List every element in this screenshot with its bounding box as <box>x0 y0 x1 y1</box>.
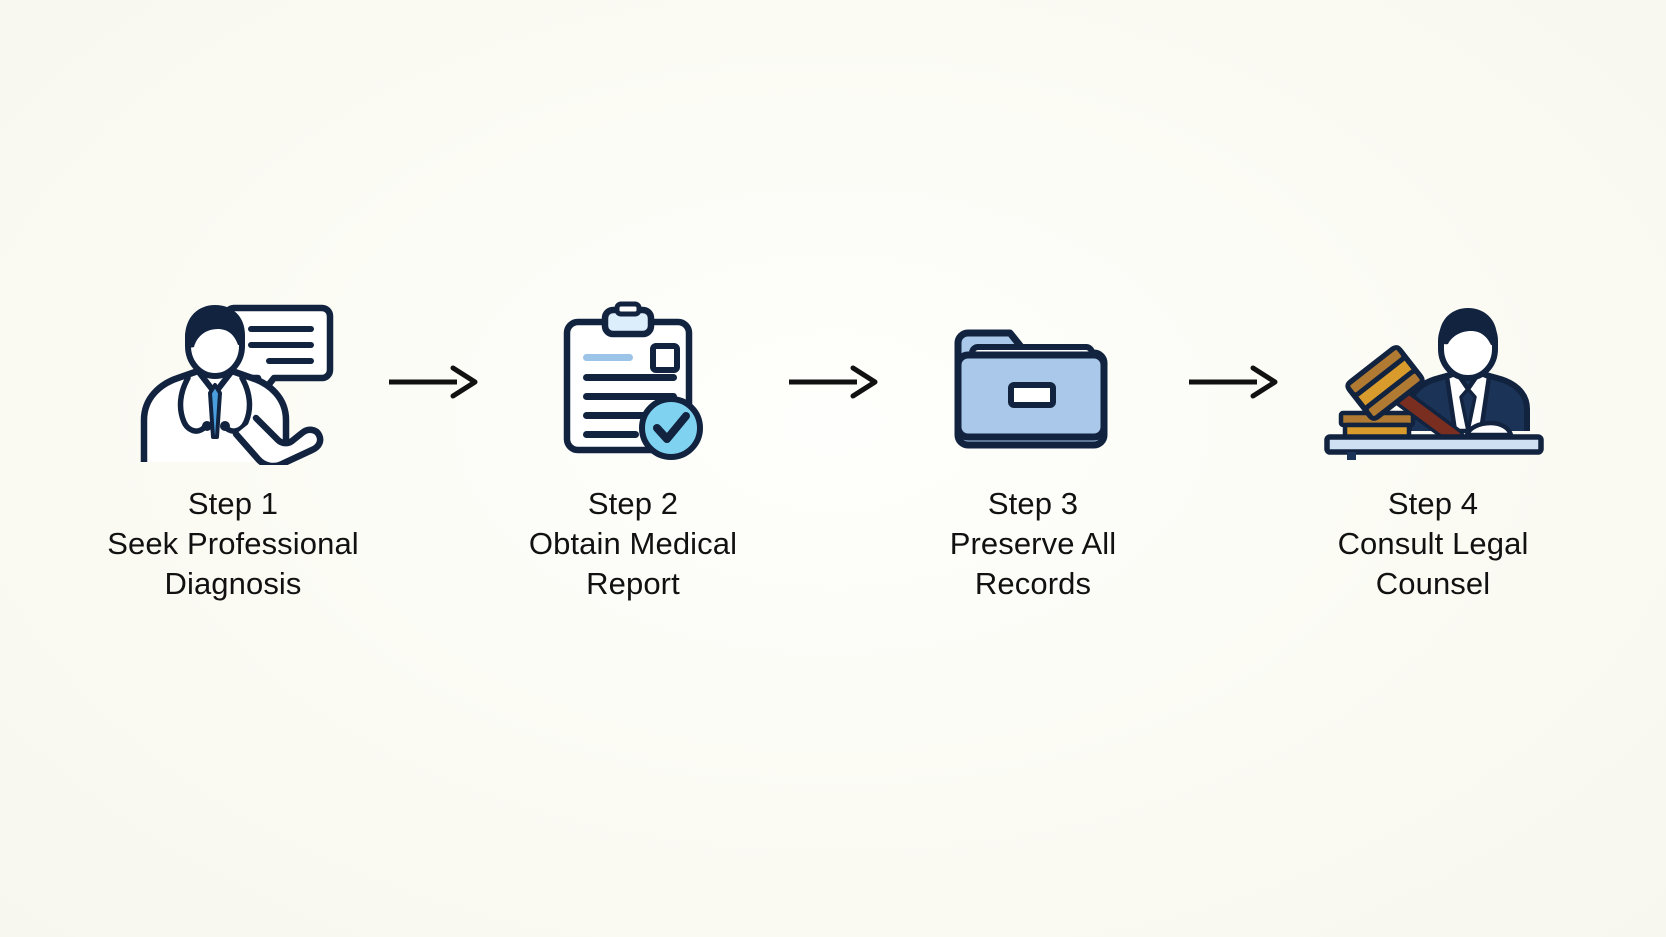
step-4-number: Step 4 <box>1387 486 1479 521</box>
step-4: Step 4 Consult Legal Counsel <box>1299 296 1567 604</box>
step-2: Step 2 Obtain Medical Report <box>499 296 767 604</box>
arrow-right-icon-1 <box>367 296 499 468</box>
folder-icon <box>899 296 1167 468</box>
judge-with-gavel-icon <box>1299 296 1567 468</box>
step-2-number: Step 2 <box>587 486 679 521</box>
step-1-caption: Step 1 Seek Professional Diagnosis <box>99 484 367 604</box>
step-4-title: Consult Legal Counsel <box>1337 526 1529 601</box>
step-2-title: Obtain Medical Report <box>528 526 738 601</box>
step-1-number: Step 1 <box>187 486 279 521</box>
step-1-title: Seek Professional Diagnosis <box>107 526 359 601</box>
arrow-right-icon-2 <box>767 296 899 468</box>
arrow-right-icon-3 <box>1167 296 1299 468</box>
doctor-with-speech-bubble-icon <box>99 296 367 468</box>
step-3-caption: Step 3 Preserve All Records <box>899 484 1167 604</box>
step-3: Step 3 Preserve All Records <box>899 296 1167 604</box>
step-1: Step 1 Seek Professional Diagnosis <box>99 296 367 604</box>
step-3-title: Preserve All Records <box>949 526 1117 601</box>
step-2-caption: Step 2 Obtain Medical Report <box>499 484 767 604</box>
step-4-caption: Step 4 Consult Legal Counsel <box>1299 484 1567 604</box>
step-3-number: Step 3 <box>987 486 1079 521</box>
clipboard-with-checkmark-icon <box>499 296 767 468</box>
